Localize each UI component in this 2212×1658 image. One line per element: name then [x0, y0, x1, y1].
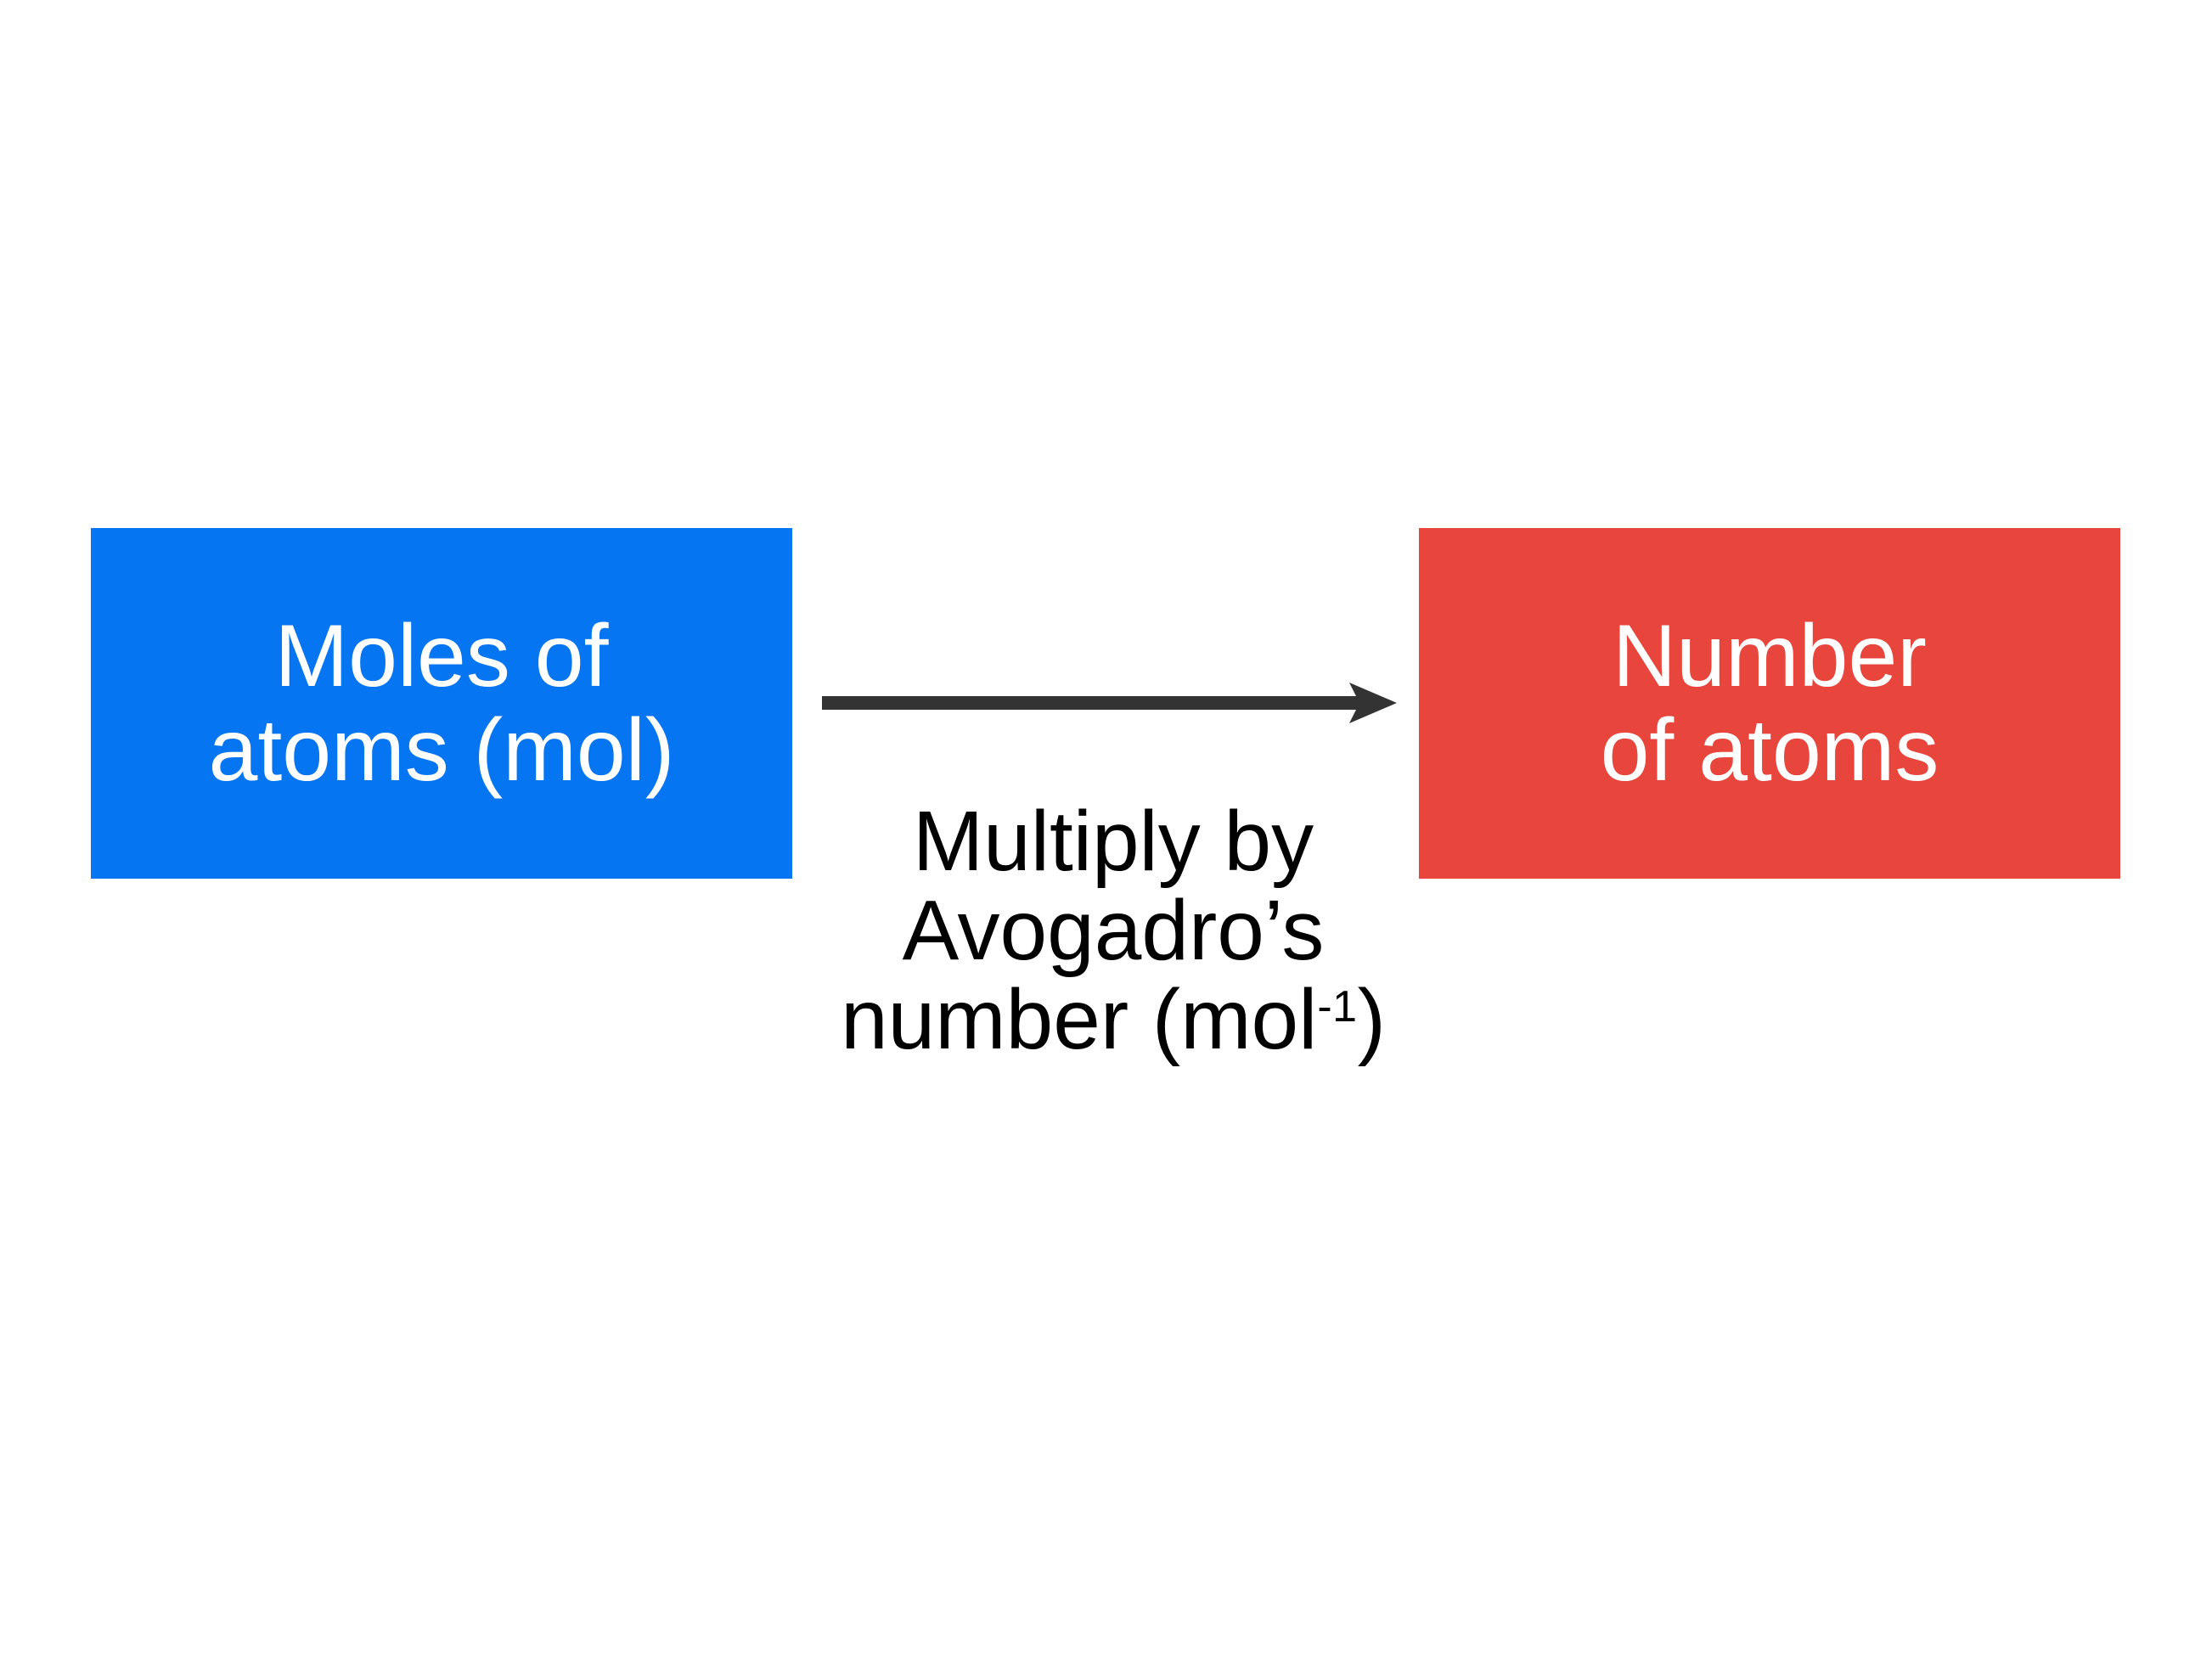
- arrow-label-line1: Multiply by: [912, 794, 1314, 889]
- moles-of-atoms-box: Moles of atoms (mol): [91, 528, 792, 879]
- moles-of-atoms-box-label: Moles of atoms (mol): [208, 607, 675, 800]
- arrow-label-line3: number (mol-1): [774, 975, 1453, 1065]
- moles-box-line1: Moles of: [274, 607, 609, 706]
- arrow-label-line3-suffix: ): [1357, 972, 1386, 1067]
- moles-box-line2: atoms (mol): [208, 700, 675, 800]
- inverse-mole-superscript: -1: [1317, 981, 1358, 1031]
- number-of-atoms-box-label: Number of atoms: [1600, 607, 1939, 800]
- arrow-label: Multiply by Avogadro’s number (mol-1): [774, 797, 1453, 1065]
- number-box-line2: of atoms: [1600, 700, 1939, 800]
- flow-arrow-head: [1349, 683, 1397, 723]
- flow-arrow-shaft: [822, 696, 1362, 710]
- arrow-label-line2: Avogadro’s: [902, 883, 1325, 978]
- arrow-label-line3-prefix: number (mol: [841, 972, 1318, 1067]
- number-of-atoms-box: Number of atoms: [1419, 528, 2120, 879]
- number-box-line1: Number: [1613, 607, 1927, 706]
- flow-arrow-icon: [822, 683, 1397, 723]
